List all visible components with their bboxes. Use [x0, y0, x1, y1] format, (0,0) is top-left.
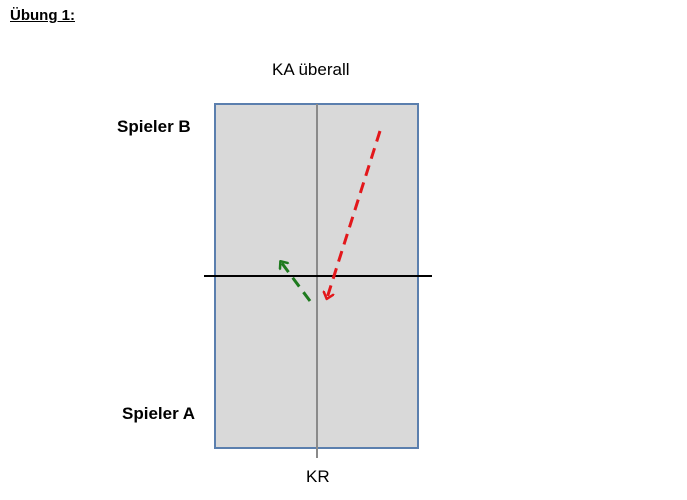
top-label: KA überall [272, 60, 350, 79]
player-b-label: Spieler B [117, 117, 191, 136]
player-a-label: Spieler A [122, 404, 196, 423]
exercise-heading: Übung 1: [10, 7, 75, 24]
red-dashed-arrow [327, 130, 382, 298]
bottom-label: KR [306, 467, 330, 486]
green-dashed-arrow [281, 262, 312, 302]
